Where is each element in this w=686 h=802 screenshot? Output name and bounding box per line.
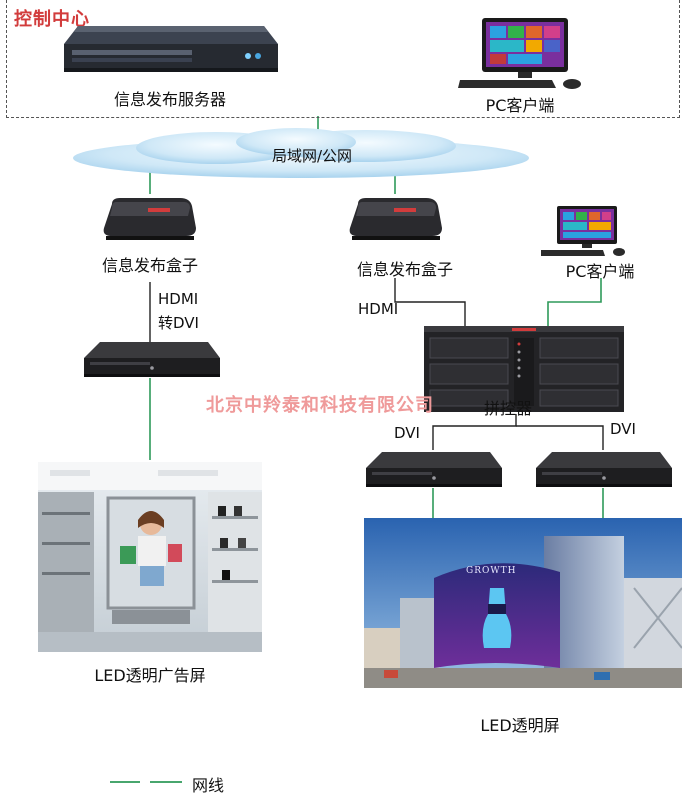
building-sign-text: GROWTH [466,566,517,576]
media-box-label-right: 信息发布盒子 [356,260,454,279]
server-label: 信息发布服务器 [113,90,227,109]
led-screen-label: LED透明屏 [480,716,560,735]
splicer-icon [424,326,624,412]
media-box-icon-left [103,198,196,240]
led-ad-screen-label: LED透明广告屏 [94,666,206,685]
media-box-icon-right [349,198,442,240]
hdmi-to-dvi-label: 转DVI [158,314,199,332]
wire-splicer-to-dvi-left [432,414,517,450]
wire-pc-to-splicer [547,278,602,326]
media-box-label-left: 信息发布盒子 [101,256,199,275]
network-cloud-icon [73,128,529,178]
led-transparent-ad-screen-image [38,462,262,652]
splicer-label: 拼控器 [484,399,533,418]
dvi-converter-icon-right [536,452,672,487]
control-center-zone [6,0,680,118]
server-icon [64,26,278,72]
dvi-label-right: DVI [610,420,636,438]
pc-client-icon-top [458,18,581,89]
dvi-converter-icon-left [84,342,220,377]
led-transparent-screen-image [364,518,682,688]
pc-client-icon-right [541,206,625,256]
dvi-label-left: DVI [394,424,420,442]
hdmi-label-right: HDMI [358,300,399,318]
hdmi-label-left: HDMI [158,290,199,308]
legend-wire-swatch [110,781,182,783]
company-watermark: 北京中羚泰和科技有限公司 [206,395,434,416]
dvi-converter-icon-middle [366,452,502,487]
network-cloud-label: 局域网/公网 [271,147,353,165]
control-center-title: 控制中心 [14,9,90,30]
pc-client-label-top: PC客户端 [485,96,555,115]
wire-right-box-to-splicer [394,278,466,326]
pc-client-label-right: PC客户端 [565,262,635,281]
legend-wire-label: 网线 [192,776,225,795]
wire-splicer-to-dvi-right [516,425,604,450]
